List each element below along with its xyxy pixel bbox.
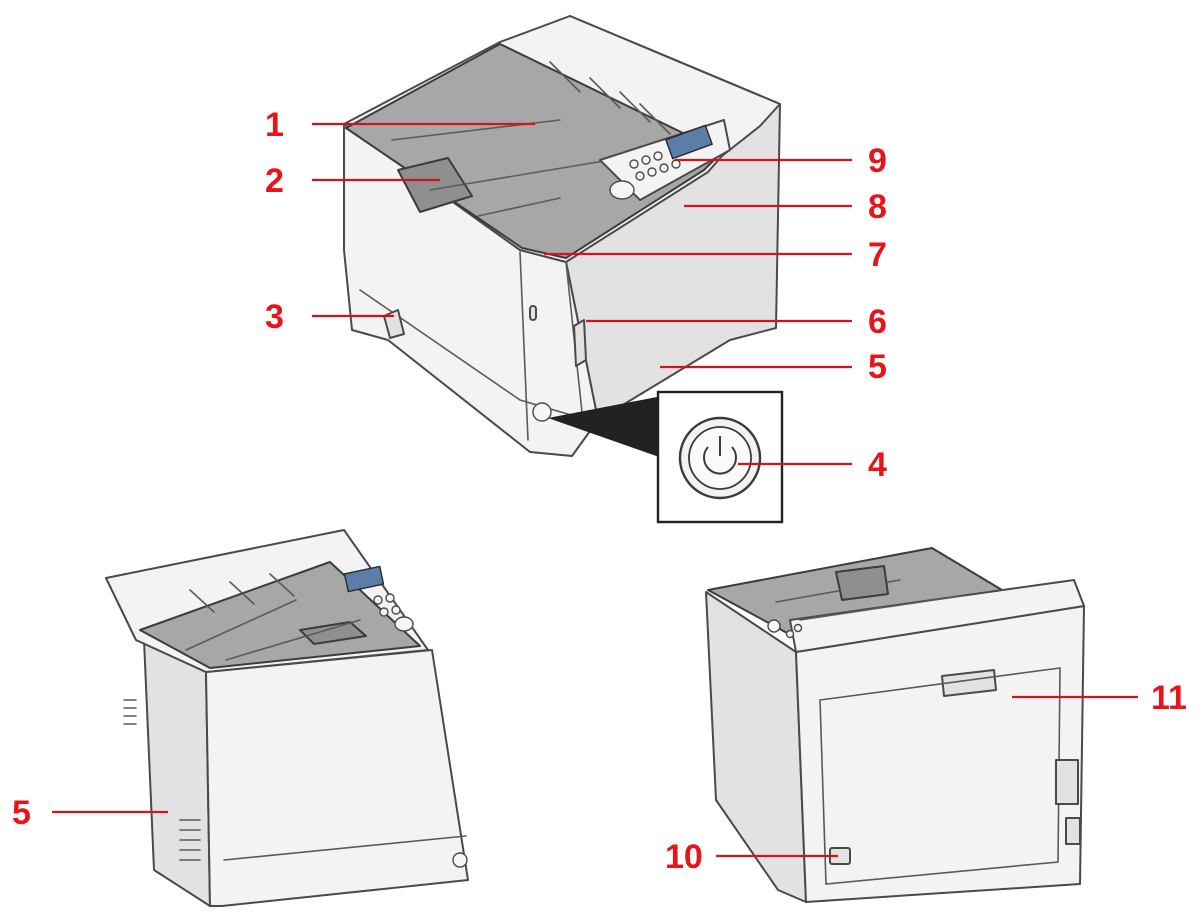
- zoom-beam: [548, 396, 662, 458]
- tray-ridge-line: [477, 197, 561, 217]
- printer-front-view: [343, 15, 784, 524]
- printer-left-view: [105, 529, 469, 907]
- vent-grille: [123, 699, 137, 725]
- panel-button[interactable]: [385, 593, 395, 603]
- rear-cover-handle[interactable]: [941, 669, 997, 697]
- ok-button[interactable]: [394, 616, 414, 632]
- power-switch[interactable]: [452, 852, 468, 868]
- tray-ridge-line: [185, 599, 361, 661]
- callout-11: 11: [1151, 679, 1187, 717]
- panel-button[interactable]: [785, 629, 795, 639]
- lcd-display: [664, 124, 714, 160]
- paper-stopper-left: [299, 621, 367, 645]
- callout-7: 7: [868, 236, 887, 274]
- callout-1: 1: [265, 106, 284, 144]
- vent-grille: [179, 819, 201, 861]
- panel-button[interactable]: [767, 619, 781, 633]
- power-switch-inset-inner: [688, 426, 752, 490]
- panel-button[interactable]: [635, 171, 645, 181]
- usb-memory-slot: [529, 305, 537, 321]
- lcd-display: [343, 565, 385, 593]
- front-cover-seam: [519, 251, 529, 441]
- callout-10: 10: [665, 838, 703, 876]
- callout-2: 2: [265, 162, 284, 200]
- panel-button[interactable]: [373, 595, 383, 605]
- rear-cover-seam: [819, 667, 1061, 885]
- callout-5-top: 5: [868, 348, 887, 386]
- operation-panel: [599, 119, 731, 201]
- paper-guide: [189, 573, 295, 613]
- panel-button[interactable]: [671, 159, 681, 169]
- panel-button[interactable]: [641, 155, 651, 165]
- output-tray: [345, 43, 723, 259]
- panel-button[interactable]: [653, 151, 663, 161]
- callout-4: 4: [868, 446, 887, 484]
- panel-button[interactable]: [647, 167, 657, 177]
- panel-button[interactable]: [629, 159, 639, 169]
- callout-5-bottom: 5: [12, 794, 31, 832]
- paper-cassette-edge: [359, 289, 589, 421]
- panel-button[interactable]: [391, 605, 401, 615]
- paper-guide: [549, 61, 671, 135]
- power-switch[interactable]: [532, 402, 552, 422]
- front-cover-release[interactable]: [573, 319, 587, 367]
- interface-port: [1055, 759, 1079, 805]
- paper-stopper: [397, 157, 473, 213]
- front-panel-left: [205, 649, 469, 907]
- left-side-panel-rear: [705, 591, 807, 903]
- callout-3: 3: [265, 298, 284, 336]
- callout-8: 8: [868, 188, 887, 226]
- callout-9: 9: [868, 142, 887, 180]
- ok-button[interactable]: [609, 180, 635, 200]
- paper-cassette-edge: [223, 835, 467, 861]
- tray-ridge-line: [429, 159, 611, 191]
- interface-port: [1065, 817, 1081, 845]
- callout-6: 6: [868, 303, 887, 341]
- paper-stopper-rear: [835, 565, 889, 601]
- panel-button[interactable]: [379, 607, 389, 617]
- panel-button[interactable]: [659, 163, 669, 173]
- printer-rear-view: [705, 547, 1085, 903]
- power-symbol-icon: [703, 446, 737, 475]
- panel-button[interactable]: [793, 623, 803, 633]
